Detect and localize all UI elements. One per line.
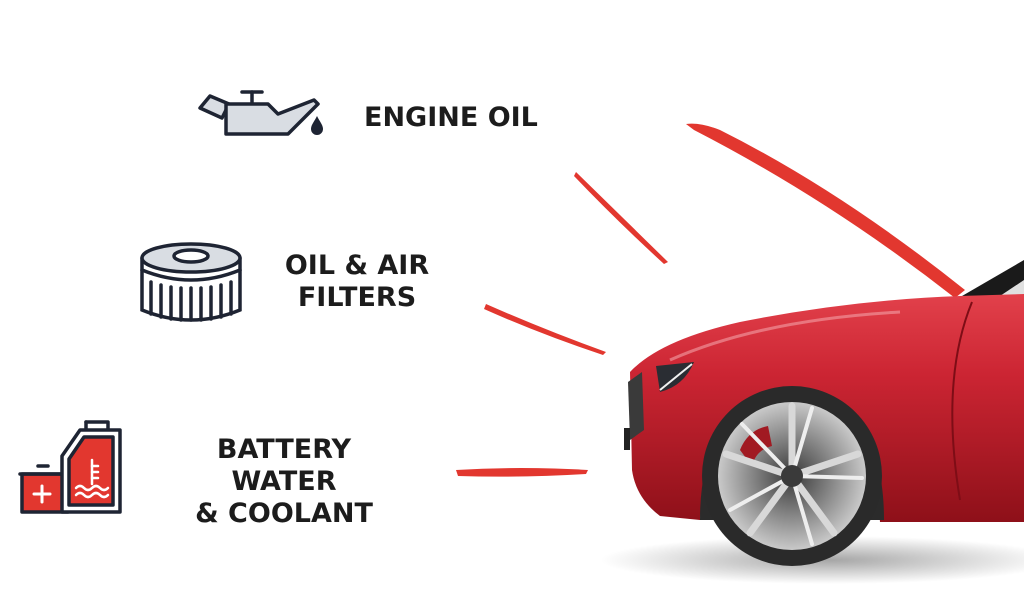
- brush-stroke-2: [484, 304, 606, 355]
- item-engine-oil: ENGINE OIL: [196, 88, 538, 148]
- oil-can-icon: [196, 88, 326, 146]
- label-engine-oil: ENGINE OIL: [364, 102, 538, 133]
- car-hood: [686, 123, 965, 298]
- car-body: [630, 294, 1024, 522]
- item-oil-air-filters: OIL & AIR FILTERS: [138, 240, 438, 330]
- label-battery-coolant: BATTERY WATER & COOLANT: [195, 434, 373, 529]
- battery-coolant-icon: [18, 420, 126, 516]
- filter-icon: [138, 240, 244, 324]
- brush-stroke-1: [574, 172, 668, 264]
- item-battery-coolant: BATTERY WATER & COOLANT: [18, 420, 418, 529]
- label-oil-air-filters: OIL & AIR FILTERS: [284, 250, 430, 313]
- brush-stroke-3: [456, 468, 588, 477]
